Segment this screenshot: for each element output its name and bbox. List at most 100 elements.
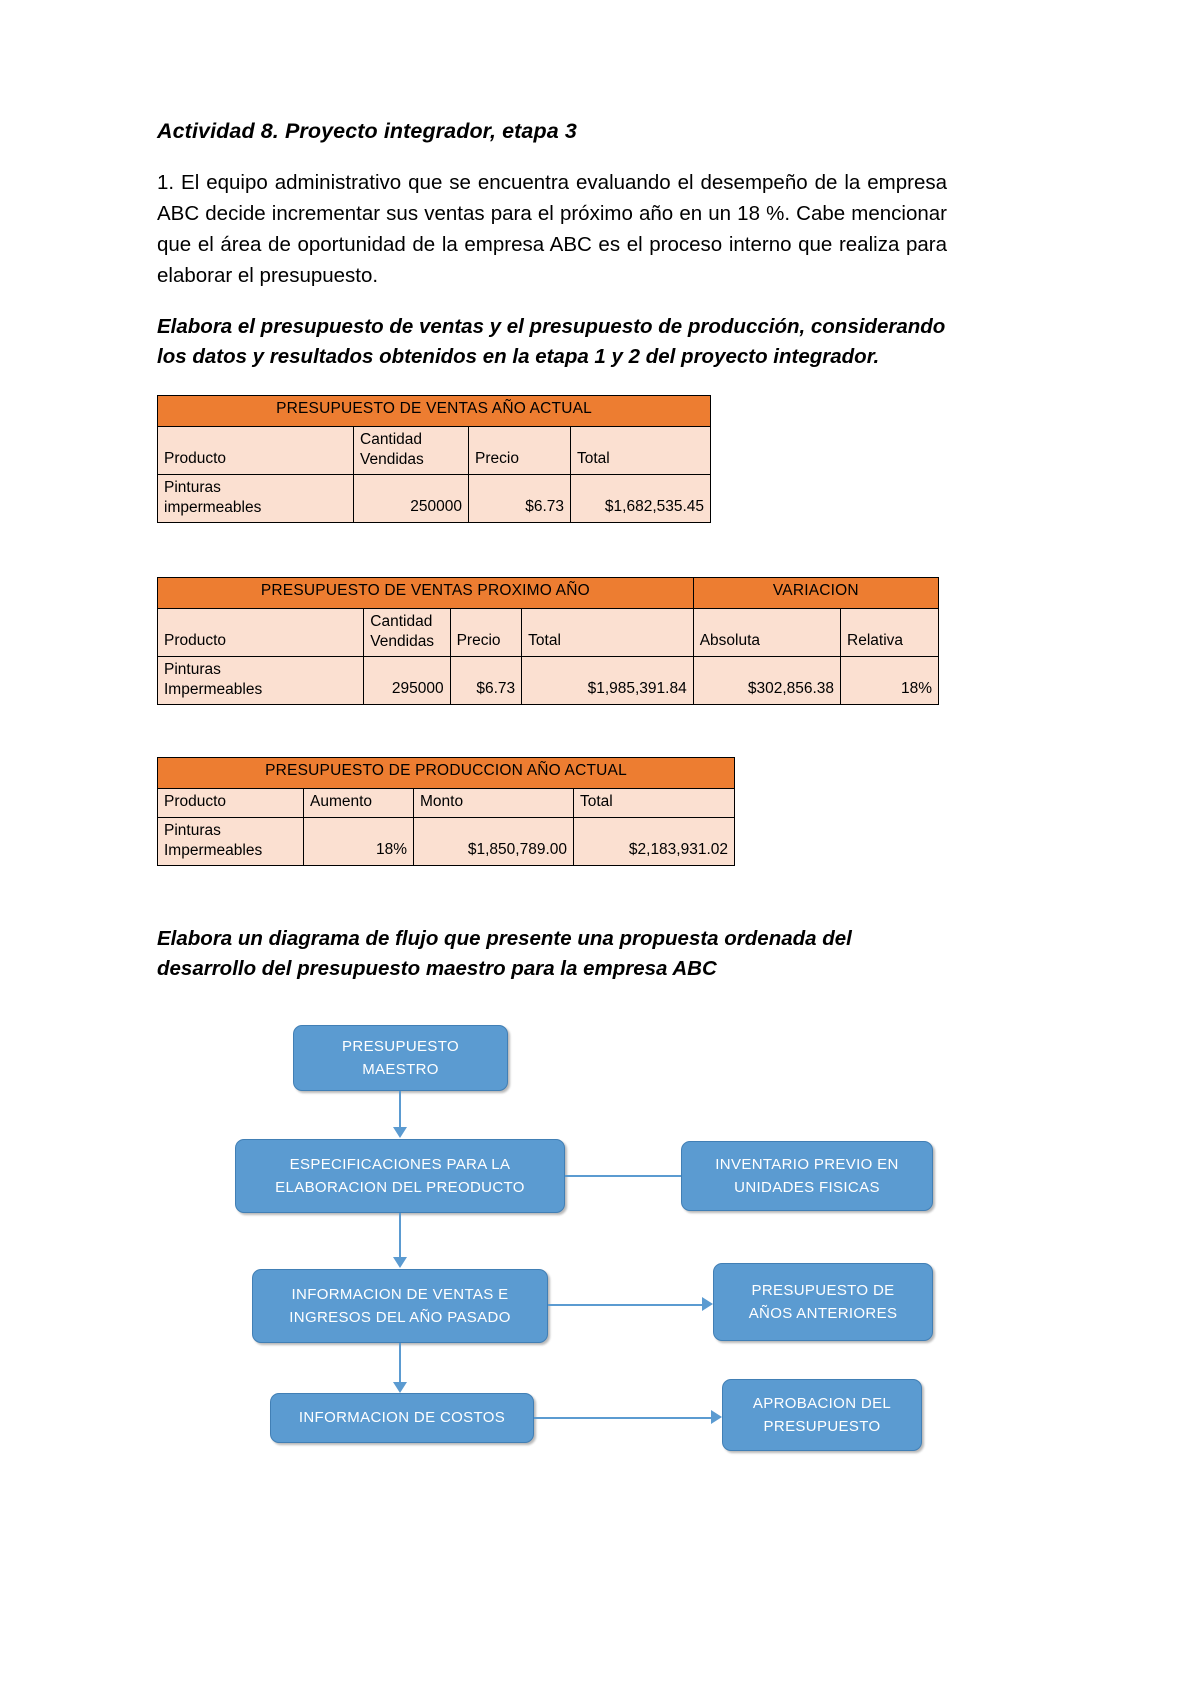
flow-node-presupuesto-anos-anteriores[interactable]: PRESUPUESTO DE AÑOS ANTERIORES bbox=[713, 1263, 933, 1342]
table-title-row: PRESUPUESTO DE VENTAS PROXIMO AÑO VARIAC… bbox=[157, 576, 940, 609]
flow-connector-maestro-to-especificaciones bbox=[399, 1091, 401, 1131]
col-header-producto-label: Producto bbox=[164, 450, 227, 467]
cell-cantidad-value: 250000 bbox=[410, 497, 462, 515]
table-presupuesto-ventas-proximo-ano: PRESUPUESTO DE VENTAS PROXIMO AÑO VARIAC… bbox=[156, 576, 940, 705]
cell-precio: $6.73 bbox=[449, 655, 523, 705]
table-title: PRESUPUESTO DE PRODUCCION AÑO ACTUAL bbox=[156, 756, 736, 789]
cell-producto-line2: impermeables bbox=[164, 499, 262, 517]
flow-arrow-down-3 bbox=[393, 1382, 407, 1394]
flow-arrow-right-2 bbox=[711, 1410, 722, 1425]
table-produccion-wrapper: PRESUPUESTO DE PRODUCCION AÑO ACTUAL Pro… bbox=[156, 756, 947, 866]
flow-node-aprobacion-presupuesto-line1: APROBACION DEL bbox=[752, 1394, 892, 1412]
flow-arrow-down-2 bbox=[393, 1257, 407, 1269]
flow-node-informacion-ventas-line1: INFORMACION DE VENTAS E bbox=[291, 1285, 509, 1303]
instruction-elabora-presupuestos: Elabora el presupuesto de ventas y el pr… bbox=[157, 314, 946, 369]
cell-cantidad: 250000 bbox=[353, 473, 469, 523]
flow-node-especificaciones-line2: ELABORACION DEL PREODUCTO bbox=[275, 1179, 525, 1197]
cell-absoluta-value: $302,856.38 bbox=[747, 679, 835, 697]
table-ventas-proximo-wrapper: PRESUPUESTO DE VENTAS PROXIMO AÑO VARIAC… bbox=[156, 576, 947, 705]
document-content: Actividad 8. Proyecto integrador, etapa … bbox=[156, 118, 947, 1471]
col-header-precio-label: Precio bbox=[475, 450, 519, 467]
table-title: PRESUPUESTO DE VENTAS PROXIMO AÑO bbox=[157, 576, 694, 609]
cell-producto: Pinturas Impermeables bbox=[156, 655, 365, 705]
col-header-total: Total bbox=[521, 607, 694, 657]
col-header-cantidad-line1: Cantidad bbox=[370, 612, 433, 630]
cell-producto-line1: Pinturas bbox=[164, 478, 221, 496]
cell-cantidad: 295000 bbox=[363, 655, 451, 705]
col-header-cantidad-vendidas: Cantidad Vendidas bbox=[363, 607, 451, 657]
cell-producto: Pinturas impermeables bbox=[157, 473, 354, 523]
cell-producto-line1: Pinturas bbox=[164, 821, 221, 839]
cell-cantidad-value: 295000 bbox=[391, 679, 444, 697]
table-title-row: PRESUPUESTO DE PRODUCCION AÑO ACTUAL bbox=[156, 756, 736, 789]
table-header-row: Producto Cantidad Vendidas Precio To bbox=[156, 607, 939, 657]
table-title-row: PRESUPUESTO DE VENTAS AÑO ACTUAL bbox=[156, 395, 712, 427]
col-header-aumento: Aumento bbox=[303, 787, 414, 818]
cell-precio: $6.73 bbox=[468, 473, 571, 523]
flow-node-presupuesto-anos-anteriores-line1: PRESUPUESTO DE bbox=[751, 1281, 895, 1299]
cell-total-value: $1,985,391.84 bbox=[587, 679, 687, 697]
flow-node-especificaciones-line1: ESPECIFICACIONES PARA LA bbox=[289, 1155, 511, 1173]
cell-total-value: $2,183,931.02 bbox=[628, 840, 729, 858]
flow-node-inventario-previo-line2: UNIDADES FISICAS bbox=[734, 1179, 880, 1197]
col-header-producto: Producto bbox=[157, 787, 304, 818]
flow-node-inventario-previo[interactable]: INVENTARIO PREVIO EN UNIDADES FISICAS bbox=[681, 1141, 933, 1212]
table-ventas-actual-wrapper: PRESUPUESTO DE VENTAS AÑO ACTUAL Product… bbox=[156, 395, 947, 523]
flow-connector-ventas-to-costos bbox=[399, 1343, 401, 1388]
table-presupuesto-produccion-ano-actual: PRESUPUESTO DE PRODUCCION AÑO ACTUAL Pro… bbox=[156, 756, 736, 866]
table-row: Pinturas Impermeables 18% $1,850,789.00 bbox=[157, 816, 736, 866]
cell-total: $1,682,535.45 bbox=[569, 473, 712, 523]
flow-arrow-down-1 bbox=[393, 1127, 407, 1139]
flow-node-presupuesto-maestro-line2: MAESTRO bbox=[362, 1061, 439, 1079]
col-header-absoluta: Absoluta bbox=[692, 607, 842, 657]
page-title: Actividad 8. Proyecto integrador, etapa … bbox=[157, 119, 577, 143]
cell-total: $1,985,391.84 bbox=[521, 655, 694, 705]
cell-monto-value: $1,850,789.00 bbox=[467, 840, 567, 858]
col-header-precio: Precio bbox=[468, 426, 571, 475]
col-header-total: Total bbox=[569, 426, 712, 475]
intro-paragraph: 1. El equipo administrativo que se encue… bbox=[157, 170, 947, 288]
cell-relativa-value: 18% bbox=[900, 679, 932, 697]
flow-node-aprobacion-presupuesto-line2: PRESUPUESTO bbox=[763, 1418, 881, 1436]
flow-connector-ventas-to-anteriores bbox=[548, 1304, 703, 1307]
col-header-precio-label: Precio bbox=[456, 631, 501, 649]
cell-total-value: $1,682,535.45 bbox=[604, 497, 705, 515]
flow-node-inventario-previo-line1: INVENTARIO PREVIO EN bbox=[715, 1155, 899, 1173]
instruction-elabora-diagrama: Elabora un diagrama de flujo que present… bbox=[157, 926, 852, 981]
flow-node-presupuesto-anos-anteriores-line2: AÑOS ANTERIORES bbox=[748, 1305, 898, 1323]
flowchart-presupuesto-maestro: PRESUPUESTO MAESTRO ESPECIFICACIONES PAR… bbox=[157, 1001, 947, 1471]
table-row: Pinturas Impermeables 295000 $6.73 bbox=[156, 655, 939, 705]
flow-node-especificaciones[interactable]: ESPECIFICACIONES PARA LA ELABORACION DEL… bbox=[235, 1139, 565, 1214]
col-header-cantidad-vendidas: Cantidad Vendidas bbox=[353, 426, 469, 475]
flow-connector-especificaciones-to-ventas bbox=[399, 1213, 401, 1263]
col-header-monto: Monto bbox=[413, 787, 574, 818]
flow-arrow-right-1 bbox=[702, 1297, 713, 1312]
flow-node-presupuesto-maestro[interactable]: PRESUPUESTO MAESTRO bbox=[293, 1025, 508, 1092]
cell-producto: Pinturas Impermeables bbox=[157, 816, 304, 866]
col-header-cantidad-line2: Vendidas bbox=[370, 633, 435, 651]
table-header-row: Producto Cantidad Vendidas Precio To bbox=[157, 426, 712, 475]
flow-node-informacion-costos[interactable]: INFORMACION DE COSTOS bbox=[270, 1393, 534, 1444]
col-header-cantidad-line2: Vendidas bbox=[360, 451, 424, 469]
cell-producto-line2: Impermeables bbox=[164, 681, 263, 699]
flow-node-informacion-ventas[interactable]: INFORMACION DE VENTAS E INGRESOS DEL AÑO… bbox=[252, 1269, 548, 1344]
cell-precio-value: $6.73 bbox=[476, 679, 516, 697]
table-row: Pinturas impermeables 250000 $6.73 bbox=[157, 473, 712, 523]
col-header-total-label: Total bbox=[528, 631, 561, 649]
flow-node-informacion-ventas-line2: INGRESOS DEL AÑO PASADO bbox=[289, 1309, 511, 1327]
cell-precio-value: $6.73 bbox=[525, 497, 564, 515]
col-header-producto: Producto bbox=[157, 426, 354, 475]
flow-node-presupuesto-maestro-line1: PRESUPUESTO bbox=[342, 1037, 459, 1055]
col-header-relativa: Relativa bbox=[840, 607, 939, 657]
table-presupuesto-ventas-ano-actual: PRESUPUESTO DE VENTAS AÑO ACTUAL Product… bbox=[156, 395, 712, 523]
flow-node-aprobacion-presupuesto[interactable]: APROBACION DEL PRESUPUESTO bbox=[722, 1379, 922, 1452]
flow-node-informacion-costos-line1: INFORMACION DE COSTOS bbox=[298, 1409, 506, 1427]
table-title-variacion: VARIACION bbox=[692, 576, 940, 609]
flow-connector-especificaciones-to-inventario bbox=[565, 1175, 681, 1178]
cell-total: $2,183,931.02 bbox=[572, 816, 736, 866]
col-header-precio: Precio bbox=[449, 607, 523, 657]
cell-aumento: 18% bbox=[303, 816, 414, 866]
col-header-relativa-label: Relativa bbox=[847, 631, 904, 649]
cell-aumento-value: 18% bbox=[375, 840, 407, 858]
